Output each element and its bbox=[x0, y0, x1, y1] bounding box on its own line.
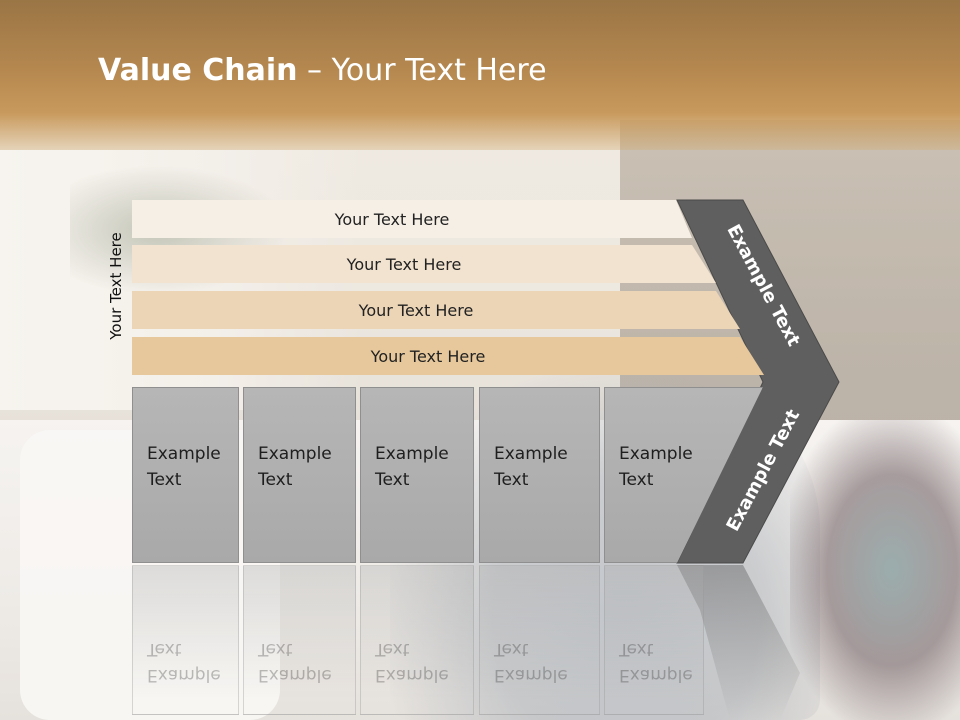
box-reflection-5: Example Text bbox=[604, 565, 704, 715]
box-line-1: Example bbox=[147, 444, 221, 464]
box-line-1: Example bbox=[375, 444, 449, 464]
reflection-line-2: Text bbox=[619, 639, 654, 659]
value-bar-label: Your Text Here bbox=[334, 209, 450, 229]
slide-title[interactable]: Value Chain – Your Text Here bbox=[98, 53, 547, 88]
box-line-1: Example bbox=[494, 444, 568, 464]
activity-box-2[interactable]: Example Text bbox=[243, 387, 356, 563]
value-bar-3[interactable]: Your Text Here bbox=[132, 291, 740, 329]
reflection-line-1: Example bbox=[375, 665, 449, 685]
scarf-shape bbox=[790, 420, 960, 720]
reflection-line-1: Example bbox=[619, 665, 693, 685]
reflection-line-2: Text bbox=[147, 639, 182, 659]
activity-box-3[interactable]: Example Text bbox=[360, 387, 474, 563]
box-line-2: Text bbox=[494, 470, 529, 490]
value-bar-label: Your Text Here bbox=[346, 254, 462, 274]
chevron-reflection bbox=[677, 565, 800, 720]
value-bar-4[interactable]: Your Text Here bbox=[132, 337, 764, 375]
box-reflection-1: Example Text bbox=[132, 565, 239, 715]
slide-title-rest: – Your Text Here bbox=[297, 53, 547, 88]
value-bar-2[interactable]: Your Text Here bbox=[132, 245, 716, 283]
box-line-2: Text bbox=[619, 470, 654, 490]
reflection-line-2: Text bbox=[494, 639, 529, 659]
reflection-line-2: Text bbox=[375, 639, 410, 659]
box-line-2: Text bbox=[375, 470, 410, 490]
box-line-2: Text bbox=[258, 470, 293, 490]
box-reflection-3: Example Text bbox=[360, 565, 474, 715]
chevron-arrow bbox=[676, 199, 840, 564]
box-reflection-2: Example Text bbox=[243, 565, 356, 715]
value-bar-1[interactable]: Your Text Here bbox=[132, 200, 692, 238]
activity-box-1[interactable]: Example Text bbox=[132, 387, 239, 563]
box-line-1: Example bbox=[258, 444, 332, 464]
reflection-line-1: Example bbox=[494, 665, 568, 685]
reflection-line-2: Text bbox=[258, 639, 293, 659]
box-reflection-4: Example Text bbox=[479, 565, 600, 715]
header-band bbox=[0, 0, 960, 150]
box-line-2: Text bbox=[147, 470, 182, 490]
activity-box-4[interactable]: Example Text bbox=[479, 387, 600, 563]
value-bar-label: Your Text Here bbox=[370, 346, 486, 366]
box-line-1: Example bbox=[619, 444, 693, 464]
slide-title-bold: Value Chain bbox=[98, 53, 298, 88]
reflection-line-1: Example bbox=[147, 665, 221, 685]
reflection-line-1: Example bbox=[258, 665, 332, 685]
value-bar-label: Your Text Here bbox=[358, 300, 474, 320]
